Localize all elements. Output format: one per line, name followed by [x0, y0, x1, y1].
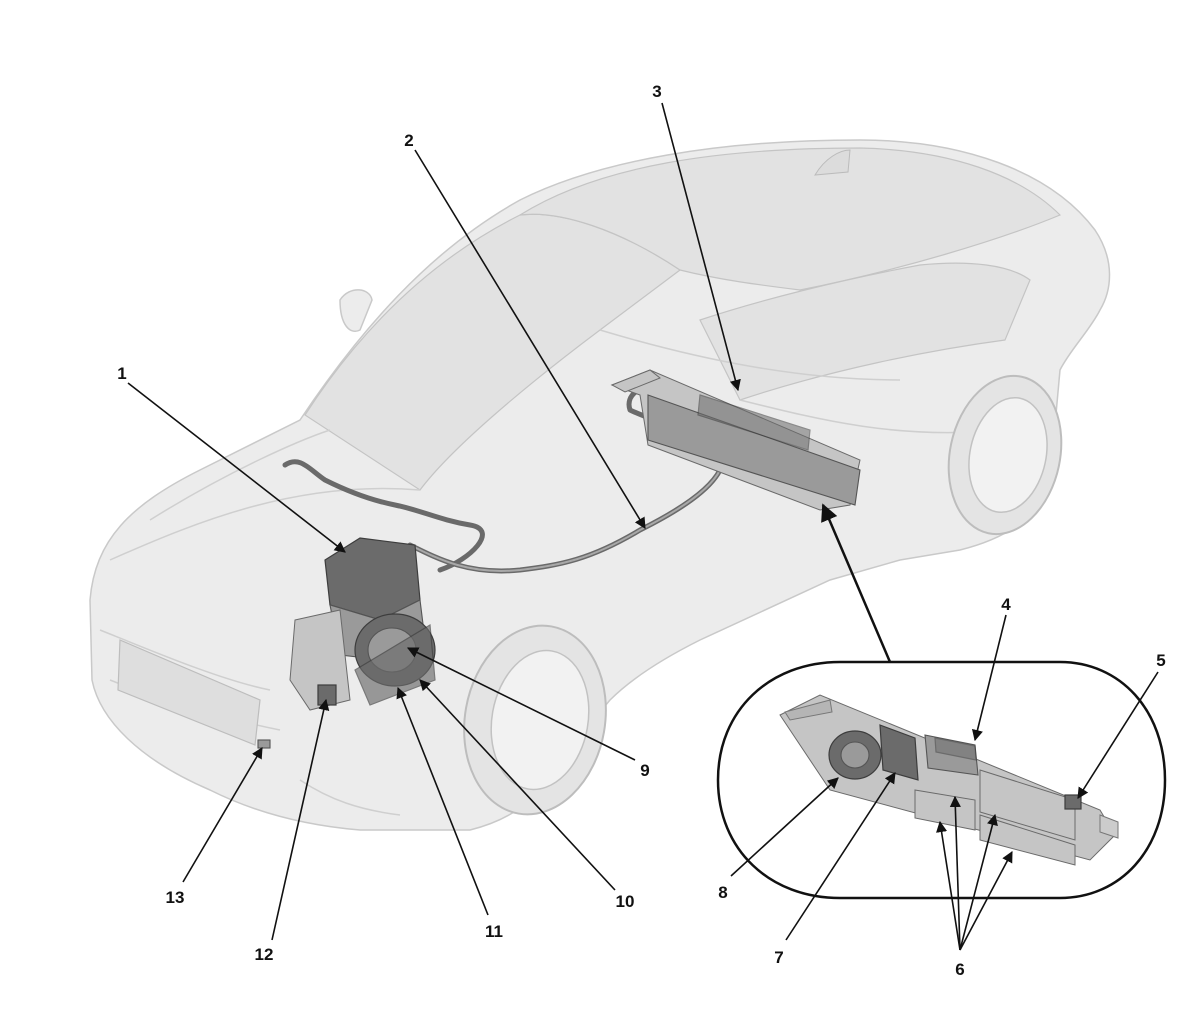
leader-12	[271, 698, 330, 941]
callout-9: 9	[640, 761, 649, 780]
leader-5	[1077, 671, 1159, 799]
leader-7	[785, 772, 896, 941]
callout-4: 4	[1001, 595, 1011, 614]
leader-9	[406, 647, 636, 761]
roof-antenna	[814, 149, 851, 176]
leader-13	[182, 747, 263, 883]
sensor-module	[317, 684, 337, 706]
callout-11: 11	[485, 922, 503, 941]
side-mirror	[339, 289, 373, 332]
leader-1	[127, 382, 346, 553]
intelligent-power-unit	[610, 369, 861, 511]
callout-labels: 1 2 3 4 5 6 7 8 9 10 11 12 13	[117, 82, 1165, 979]
leader-11	[396, 686, 489, 916]
callout-13: 13	[166, 888, 185, 907]
leader-6b	[949, 795, 961, 951]
leader-2	[414, 149, 646, 529]
callout-8: 8	[718, 883, 727, 902]
callout-1: 1	[117, 364, 126, 383]
leader-3	[661, 102, 741, 392]
callout-5: 5	[1156, 651, 1165, 670]
callout-2: 2	[404, 131, 413, 150]
rear-wheel	[947, 374, 1063, 536]
leader-lines	[127, 102, 1159, 951]
leader-6c	[959, 813, 998, 951]
callout-3: 3	[652, 82, 661, 101]
leader-10	[419, 679, 616, 891]
side-window	[699, 262, 1031, 401]
front-wheel	[463, 624, 607, 816]
front-sensor	[257, 739, 271, 749]
leader-8	[730, 777, 839, 877]
high-voltage-cable-harness	[282, 382, 723, 574]
callout-10: 10	[616, 892, 635, 911]
callout-7: 7	[774, 948, 783, 967]
callout-12: 12	[255, 945, 274, 964]
inset-pointer	[821, 503, 892, 663]
leader-6a	[936, 820, 961, 951]
leader-6d	[959, 851, 1013, 951]
roof	[519, 147, 1062, 291]
callout-6: 6	[955, 960, 964, 979]
leader-4	[971, 614, 1007, 742]
front-grille	[117, 639, 261, 746]
